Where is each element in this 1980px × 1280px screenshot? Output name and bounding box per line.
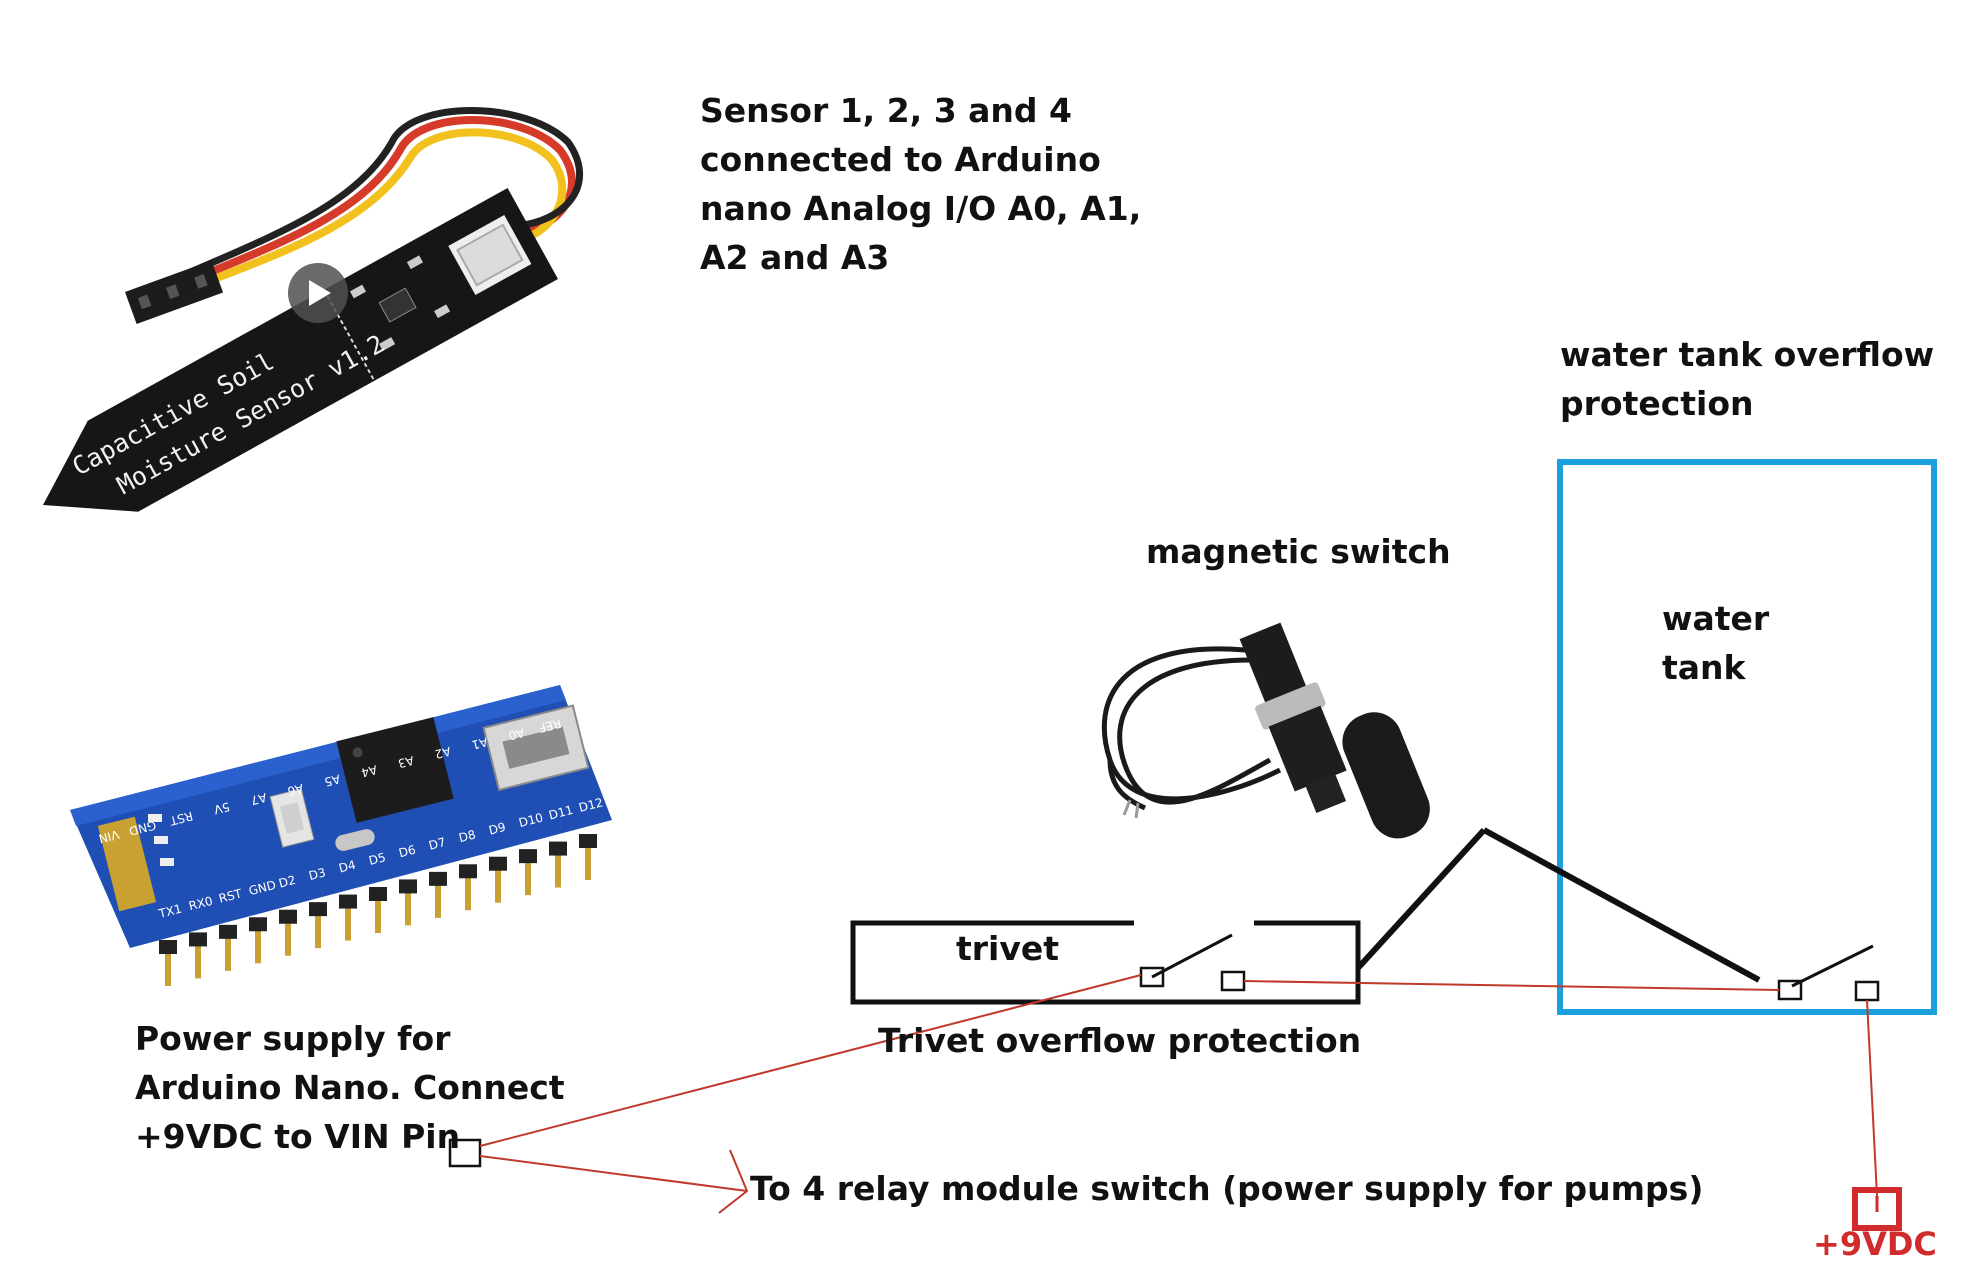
nano-pin-label: D12	[577, 795, 604, 815]
nano-pin-label: A7	[249, 790, 268, 807]
nano-header-pin-base	[429, 871, 447, 886]
nano-header-pin-base	[549, 841, 567, 856]
nano-header-pin-base	[159, 940, 177, 954]
nano-header-pin-base	[219, 924, 237, 939]
nano-pin-label: A4	[360, 762, 379, 779]
nano-pin-label: GND	[127, 818, 157, 838]
nano-header-pin-base	[339, 894, 357, 909]
nano-header-pin	[285, 917, 291, 956]
nano-pin-label: A1	[470, 735, 489, 752]
magnetic-float-switch-image	[1101, 622, 1430, 839]
overflow-caption-line: water tank overflow	[1560, 335, 1935, 374]
trivet-switch-contact-right	[1220, 970, 1246, 992]
nano-header-pin-base	[249, 917, 267, 932]
trivet-box	[850, 920, 1361, 1005]
tank-switch-contact-right	[1854, 980, 1880, 1002]
water-tank-box	[1557, 459, 1937, 1015]
water-tank-overflow-caption: water tank overflow protection	[1560, 330, 1934, 428]
trivet-caption: trivet	[956, 929, 1060, 968]
nano-header-pin	[315, 910, 321, 949]
tank-switch-lever	[1791, 944, 1874, 988]
nano-header-pin	[225, 932, 231, 971]
nano-header-pin-base	[279, 909, 297, 924]
nano-header-pins	[159, 834, 597, 986]
nano-header-pin-base	[399, 879, 417, 894]
trivet-overflow-protection-caption: Trivet overflow protection	[878, 1021, 1362, 1060]
nano-pin-label: VIN	[97, 827, 121, 846]
soil-moisture-sensor-image: Capacitive Soil Moisture Sensor v1.2	[43, 107, 583, 512]
nano-header-pin-base	[189, 932, 207, 947]
nano-header-pin	[375, 895, 381, 933]
nano-header-pin	[195, 940, 201, 979]
sensor-connection-caption: Sensor 1, 2, 3 and 4 connected to Arduin…	[700, 86, 1141, 282]
water-tank-caption-line: tank	[1662, 648, 1746, 687]
nano-header-pin	[555, 849, 561, 888]
water-tank-caption: water tank	[1662, 594, 1769, 692]
nano-pin-label: GND	[247, 878, 277, 898]
nano-header-pin	[255, 925, 261, 964]
nano-pin-label: TX1	[156, 902, 183, 922]
nano-header-pin	[405, 887, 411, 926]
nano-pin-label: RX0	[187, 894, 214, 914]
trivet-switch-lever	[1151, 933, 1233, 979]
play-triangle-icon	[309, 280, 331, 306]
nano-pin-label: A0	[507, 725, 526, 742]
vdc-source-box	[1852, 1187, 1902, 1231]
nano-header-pin-base	[489, 856, 507, 871]
magnetic-switch-caption: magnetic switch	[1146, 532, 1451, 571]
nano-pin-label: A3	[397, 753, 416, 770]
nano-pin-label: D2	[277, 873, 297, 891]
float-wire-to-tank	[1482, 827, 1761, 983]
vin-pin-box	[448, 1138, 482, 1168]
nano-pin-label: D7	[427, 835, 447, 853]
nano-pin-label: D3	[307, 865, 327, 883]
nano-header-pin-base	[519, 849, 537, 864]
sensor-caption-line: A2 and A3	[700, 238, 890, 277]
nano-pin-label: 5V	[212, 799, 232, 817]
nano-header-pin	[165, 948, 171, 986]
nano-header-pin	[525, 857, 531, 896]
power-caption-line: +9VDC to VIN Pin	[135, 1117, 461, 1156]
nano-pin-label: RST	[217, 886, 244, 905]
power-caption-line: Arduino Nano. Connect	[135, 1068, 565, 1107]
nano-header-pin	[585, 842, 591, 880]
nano-header-pin-base	[309, 902, 327, 917]
nano-header-pin	[435, 879, 441, 918]
nano-pin-label: A5	[323, 772, 342, 789]
nano-pin-label: A6	[286, 781, 305, 798]
nano-pin-label: D9	[487, 820, 507, 838]
power-supply-caption: Power supply for Arduino Nano. Connect +…	[135, 1014, 565, 1161]
water-tank-caption-line: water	[1662, 599, 1770, 638]
nano-pin-label: D11	[547, 803, 574, 823]
nano-pin-label: D10	[517, 810, 544, 830]
nano-header-pin-base	[369, 887, 387, 901]
relay-module-caption: To 4 relay module switch (power supply f…	[750, 1169, 1704, 1208]
nano-pin-label: D4	[337, 858, 357, 876]
nano-header-pin	[345, 902, 351, 941]
nano-header-pin	[465, 872, 471, 911]
nano-header-pin-base	[579, 834, 597, 848]
nano-pin-label: RST	[168, 809, 195, 828]
nano-pin-label: A2	[433, 744, 452, 761]
nano-header-pin-base	[459, 864, 477, 879]
red-wires	[479, 974, 1878, 1214]
sensor-caption-line: nano Analog I/O A0, A1,	[700, 189, 1142, 228]
nano-pin-label: D6	[397, 843, 417, 861]
sensor-caption-line: Sensor 1, 2, 3 and 4	[700, 91, 1072, 130]
nano-top-pin-labels: VIN GND RST 5V A7 A6 A5 A4 A3 A2 A1 A0 REF	[97, 716, 563, 846]
power-caption-line: Power supply for	[135, 1019, 451, 1058]
nano-pin-label: REF	[537, 716, 563, 735]
overflow-caption-line: protection	[1560, 384, 1754, 423]
nano-pin-label: D8	[457, 827, 477, 845]
sensor-caption-line: connected to Arduino	[700, 140, 1101, 179]
trivet-switch-contact-left	[1139, 966, 1165, 988]
vdc-source-caption: +9VDC	[1813, 1225, 1937, 1263]
float-wire-to-trivet	[1355, 827, 1487, 971]
nano-header-pin	[495, 864, 501, 903]
nano-pin-label: D5	[367, 850, 387, 868]
